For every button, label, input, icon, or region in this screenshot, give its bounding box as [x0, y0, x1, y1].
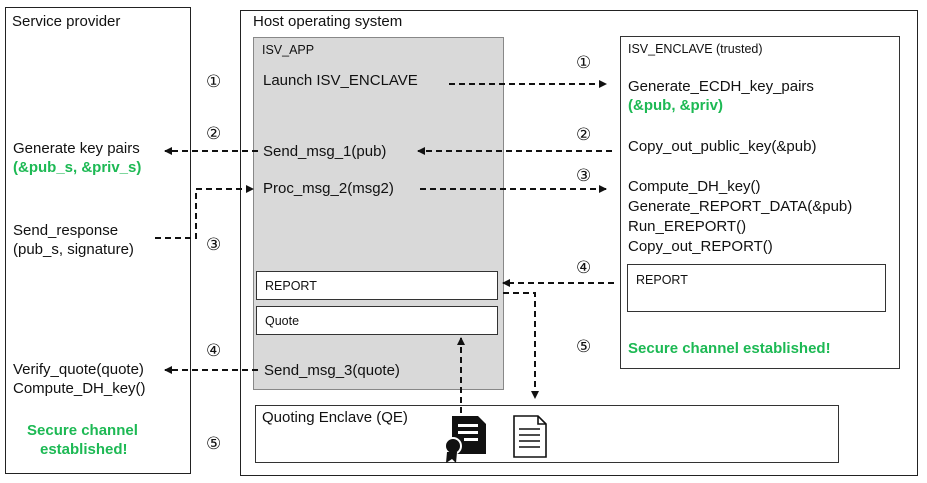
isv-enclave-panel — [620, 36, 900, 369]
sp-compute-dh-key: Compute_DH_key() — [13, 380, 146, 397]
enclave-report-label: REPORT — [636, 273, 688, 287]
arrow-sp-response-to-proc-msg-2 — [155, 185, 254, 239]
service-provider-panel — [5, 7, 191, 474]
isv-enclave-title: ISV_ENCLAVE (trusted) — [628, 42, 763, 56]
enclave-run-ereport: Run_EREPORT() — [628, 218, 747, 235]
step-3-enclave: ③ — [576, 166, 592, 185]
isv-app-send-msg-3: Send_msg_3(quote) — [264, 362, 400, 379]
sp-secure-channel-line2: established! — [40, 441, 128, 458]
host-os-title: Host operating system — [253, 13, 403, 30]
step-3-sp: ③ — [206, 235, 222, 254]
step-2-sp: ② — [206, 124, 222, 143]
isv-app-launch-enclave: Launch ISV_ENCLAVE — [263, 72, 418, 89]
enclave-secure-channel: Secure channel established! — [628, 340, 831, 357]
step-5-sp: ⑤ — [206, 434, 222, 453]
step-2-enclave: ② — [576, 125, 592, 144]
step-4-enclave: ④ — [576, 258, 592, 277]
sp-secure-channel-line1: Secure channel — [27, 422, 138, 439]
step-5-enclave: ⑤ — [576, 337, 592, 356]
quoting-enclave-panel — [255, 405, 839, 463]
enclave-report-box — [627, 264, 886, 312]
enclave-generate-ecdh-args: (&pub, &priv) — [628, 97, 723, 114]
enclave-generate-report-data: Generate_REPORT_DATA(&pub) — [628, 198, 853, 215]
quoting-enclave-title: Quoting Enclave (QE) — [262, 409, 408, 426]
certificate-icon — [444, 416, 486, 463]
service-provider-title: Service provider — [12, 13, 121, 30]
isv-app-proc-msg-2: Proc_msg_2(msg2) — [263, 180, 394, 197]
sp-send-response-args: (pub_s, signature) — [13, 241, 134, 258]
isv-app-quote-label: Quote — [265, 314, 300, 328]
arrow-report-to-qe — [503, 292, 539, 399]
step-1-enclave: ① — [576, 53, 592, 72]
isv-app-send-msg-1: Send_msg_1(pub) — [263, 143, 387, 160]
sp-generate-key-pairs: Generate key pairs — [13, 140, 140, 157]
enclave-generate-ecdh: Generate_ECDH_key_pairs — [628, 78, 814, 95]
isv-app-report-label: REPORT — [265, 279, 317, 293]
isv-app-quote-box — [256, 306, 498, 335]
step-1-sp: ① — [206, 72, 222, 91]
enclave-compute-dh-key: Compute_DH_key() — [628, 178, 761, 195]
document-icon — [513, 415, 547, 458]
sp-generate-key-pairs-args: (&pub_s, &priv_s) — [13, 159, 142, 176]
isv-app-title: ISV_APP — [262, 43, 315, 57]
enclave-copy-out-public-key: Copy_out_public_key(&pub) — [628, 138, 817, 155]
step-4-sp: ④ — [206, 341, 222, 360]
sp-verify-quote: Verify_quote(quote) — [13, 361, 144, 378]
isv-app-report-box — [256, 271, 498, 300]
sp-send-response: Send_response — [13, 222, 119, 239]
enclave-copy-out-report: Copy_out_REPORT() — [628, 238, 773, 255]
